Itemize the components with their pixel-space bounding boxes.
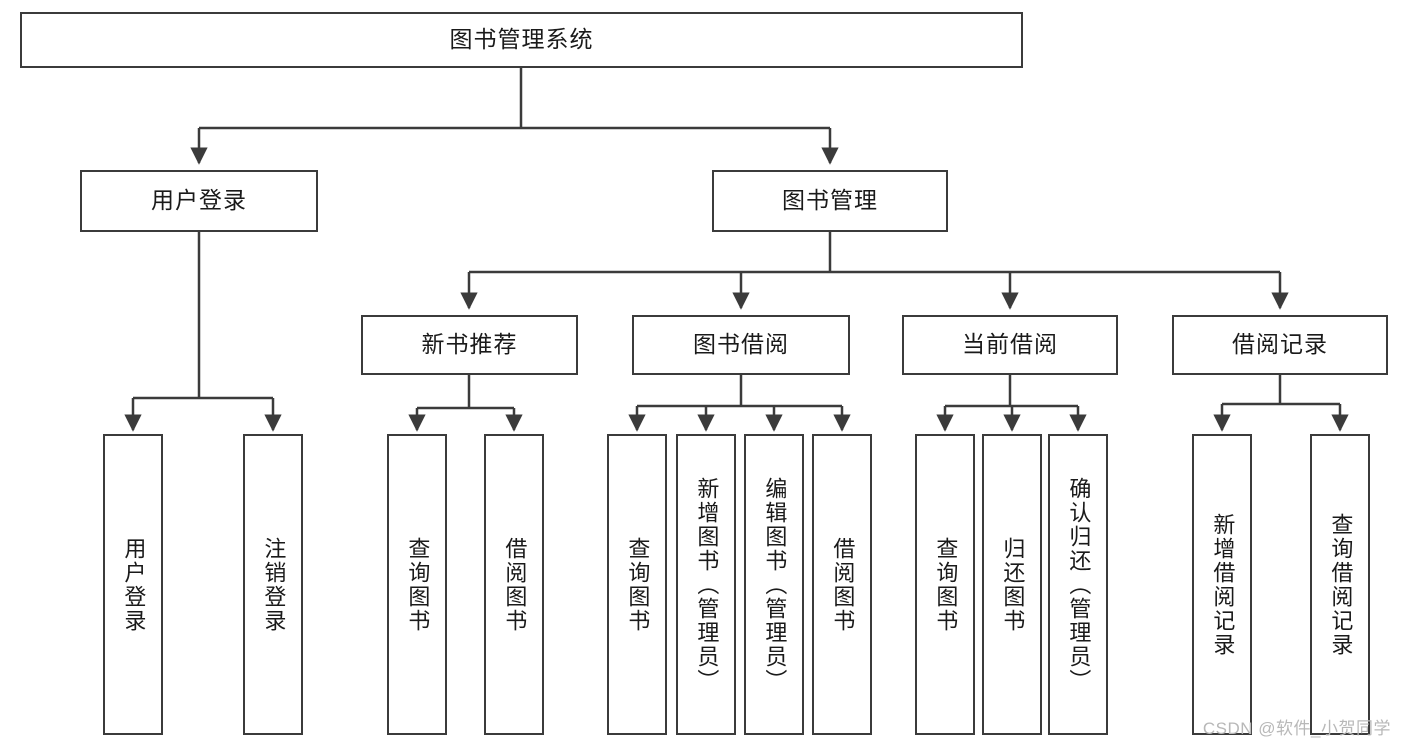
leaf-borrow-book-2[interactable]: 借阅图书	[812, 434, 872, 735]
leaf-query-book-3[interactable]: 查询图书	[915, 434, 975, 735]
node-label: 图书管理	[782, 187, 878, 214]
node-label: 查询图书	[933, 536, 959, 633]
node-book-borrow[interactable]: 图书借阅	[632, 315, 850, 375]
node-label: 归还图书	[1000, 536, 1026, 633]
node-label: 查询图书	[625, 536, 651, 633]
node-borrow-record[interactable]: 借阅记录	[1172, 315, 1388, 375]
leaf-edit-book[interactable]: 编辑图书（管理员）	[744, 434, 804, 735]
node-label: 用户登录	[121, 536, 147, 633]
node-label: 借阅记录	[1232, 331, 1328, 358]
node-label: 编辑图书（管理员）	[762, 476, 788, 693]
node-label: 注销登录	[261, 536, 287, 633]
node-label: 确认归还（管理员）	[1066, 476, 1092, 693]
leaf-query-book-1[interactable]: 查询图书	[387, 434, 447, 735]
node-label: 查询图书	[405, 536, 431, 633]
node-label: 图书管理系统	[449, 26, 594, 53]
leaf-return-book[interactable]: 归还图书	[982, 434, 1042, 735]
leaf-user-login[interactable]: 用户登录	[103, 434, 163, 735]
node-book-manage[interactable]: 图书管理	[712, 170, 948, 232]
leaf-add-book[interactable]: 新增图书（管理员）	[676, 434, 736, 735]
node-label: 借阅图书	[830, 536, 856, 633]
leaf-logout[interactable]: 注销登录	[243, 434, 303, 735]
node-label: 用户登录	[151, 187, 247, 214]
leaf-query-record[interactable]: 查询借阅记录	[1310, 434, 1370, 735]
node-label: 查询借阅记录	[1328, 512, 1354, 657]
node-label: 新增图书（管理员）	[694, 476, 720, 693]
node-label: 图书借阅	[693, 331, 789, 358]
node-current-borrow[interactable]: 当前借阅	[902, 315, 1118, 375]
leaf-confirm-return[interactable]: 确认归还（管理员）	[1048, 434, 1108, 735]
node-label: 新增借阅记录	[1210, 512, 1236, 657]
node-label: 借阅图书	[502, 536, 528, 633]
node-root-system[interactable]: 图书管理系统	[20, 12, 1023, 68]
node-user-login[interactable]: 用户登录	[80, 170, 318, 232]
leaf-add-record[interactable]: 新增借阅记录	[1192, 434, 1252, 735]
node-label: 新书推荐	[421, 331, 518, 358]
node-new-book-recommend[interactable]: 新书推荐	[361, 315, 578, 375]
csdn-watermark: CSDN @软件_小贺同学	[1202, 719, 1391, 738]
leaf-borrow-book-1[interactable]: 借阅图书	[484, 434, 544, 735]
node-label: 当前借阅	[962, 331, 1058, 358]
leaf-query-book-2[interactable]: 查询图书	[607, 434, 667, 735]
